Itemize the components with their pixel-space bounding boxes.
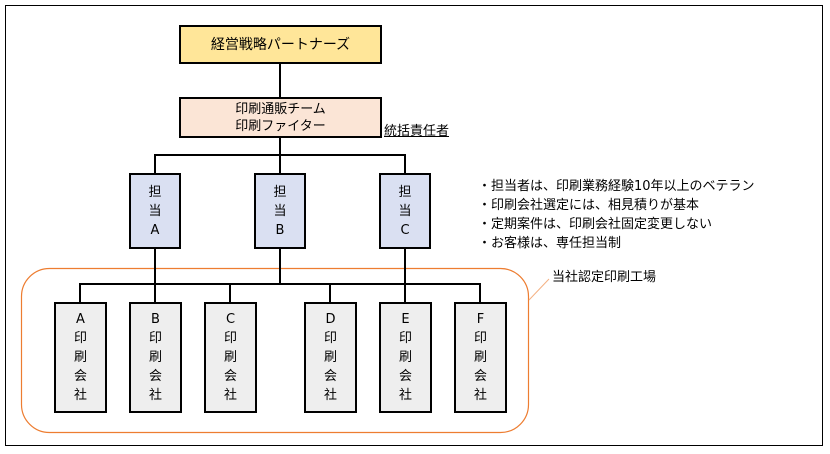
note-item: ・担当者は、印刷業務経験10年以上のベテラン — [478, 179, 755, 194]
staff-b-char: 担 — [273, 184, 287, 200]
company-c-char: 社 — [223, 388, 237, 403]
company-d-char: D — [325, 312, 336, 327]
company-e-char: E — [401, 312, 410, 327]
company-b-char: B — [151, 312, 160, 327]
team-node-line-1: 印刷通販チーム — [235, 101, 326, 117]
staff-b-char: B — [275, 222, 285, 238]
staff-b-char: 当 — [273, 203, 287, 219]
company-d-char: 社 — [323, 388, 337, 403]
staff-a-char: 当 — [148, 203, 162, 219]
staff-c-char: C — [400, 222, 410, 238]
staff-bus — [154, 154, 406, 173]
company-node-f: F 印 刷 会 社 — [454, 302, 507, 413]
note-item: ・お客様は、専任担当制 — [478, 236, 622, 251]
factory-callout-line — [528, 278, 550, 301]
notes-list: ・担当者は、印刷業務経験10年以上のベテラン ・印刷会社選定には、相見積りが基本… — [478, 177, 755, 253]
company-b-char: 刷 — [148, 350, 162, 365]
company-a-char: 刷 — [73, 350, 87, 365]
company-node-c: C 印 刷 会 社 — [204, 302, 257, 413]
company-d-char: 印 — [323, 331, 337, 346]
company-f-char: 社 — [473, 388, 487, 403]
company-e-char: 会 — [398, 369, 412, 384]
note-item: ・印刷会社選定には、相見積りが基本 — [478, 198, 700, 213]
company-a-char: 印 — [73, 331, 87, 346]
company-c-char: 刷 — [223, 350, 237, 365]
company-c-char: C — [225, 312, 236, 327]
top-node-label: 経営戦略パートナーズ — [210, 36, 351, 53]
company-node-e: E 印 刷 会 社 — [379, 302, 432, 413]
company-f-char: 会 — [473, 369, 487, 384]
staff-node-c: 担 当 C — [379, 173, 431, 249]
company-a-char: 社 — [73, 388, 87, 403]
company-d-char: 会 — [323, 369, 337, 384]
company-e-char: 社 — [398, 388, 412, 403]
company-node-d: D 印 刷 会 社 — [304, 302, 357, 413]
staff-node-b: 担 当 B — [254, 173, 306, 249]
company-b-char: 社 — [148, 388, 162, 403]
staff-a-char: 担 — [148, 184, 162, 200]
staff-node-a: 担 当 A — [129, 173, 181, 249]
factory-group-outline — [20, 267, 530, 434]
note-item: ・定期案件は、印刷会社固定変更しない — [478, 217, 713, 232]
staff-c-char: 担 — [398, 184, 412, 200]
company-f-char: 刷 — [473, 350, 487, 365]
company-a-char: 会 — [73, 369, 87, 384]
team-role-label: 統括責任者 — [384, 124, 450, 139]
company-b-char: 会 — [148, 369, 162, 384]
diagram-frame — [5, 5, 823, 446]
company-a-char: A — [76, 312, 85, 327]
company-c-char: 印 — [223, 331, 237, 346]
factory-group-label: 当社認定印刷工場 — [552, 270, 657, 285]
company-f-char: F — [476, 312, 485, 327]
staff-a-char: A — [150, 222, 160, 238]
company-b-char: 印 — [148, 331, 162, 346]
company-bus — [79, 283, 481, 302]
team-node: 印刷通販チーム 印刷ファイター — [179, 97, 382, 138]
company-node-a: A 印 刷 会 社 — [54, 302, 107, 413]
company-d-char: 刷 — [323, 350, 337, 365]
team-node-line-2: 印刷ファイター — [235, 118, 326, 134]
staff-c-char: 当 — [398, 203, 412, 219]
company-f-char: 印 — [473, 331, 487, 346]
company-e-char: 印 — [398, 331, 412, 346]
company-e-char: 刷 — [398, 350, 412, 365]
company-node-b: B 印 刷 会 社 — [129, 302, 182, 413]
company-c-char: 会 — [223, 369, 237, 384]
top-node-management: 経営戦略パートナーズ — [179, 25, 382, 64]
